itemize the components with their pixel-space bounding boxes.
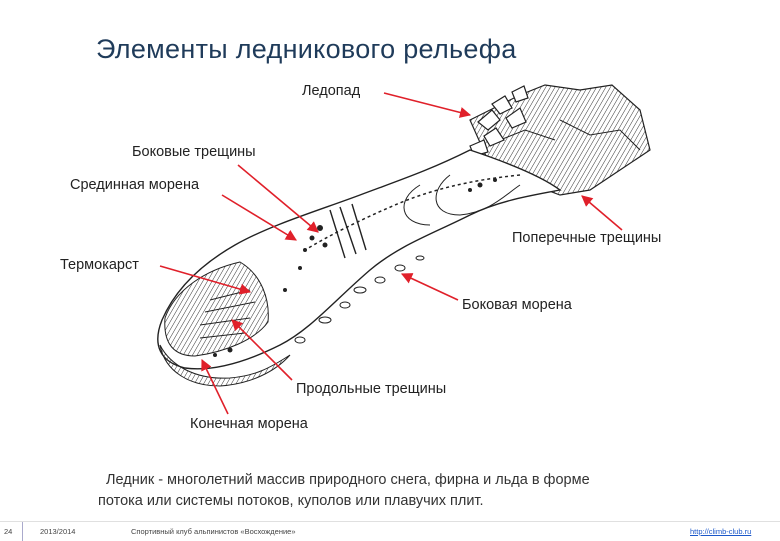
label-transverse-crevasses: Поперечные трещины [512, 230, 661, 246]
label-longitudinal-crevasses: Продольные трещины [296, 381, 446, 397]
label-lateral-crevasses: Боковые трещины [132, 144, 256, 160]
label-thermokarst: Термокарст [60, 257, 139, 273]
label-terminal-moraine: Конечная морена [190, 416, 308, 432]
footer-club-name: Спортивный клуб альпинистов «Восхождение… [131, 527, 296, 536]
glacier-definition: Ледник - многолетний массив природного с… [98, 470, 738, 512]
arrow-lateral-crevasses [238, 165, 318, 232]
footer-year: 2013/2014 [40, 527, 75, 536]
footer-club-link[interactable]: http://climb-club.ru [690, 527, 751, 536]
arrow-transverse-crevasses [582, 196, 622, 230]
arrow-icefall [384, 93, 470, 115]
definition-line-2: потока или системы потоков, куполов или … [98, 493, 484, 509]
page-number: 24 [4, 527, 12, 536]
label-lateral-moraine: Боковая морена [462, 297, 572, 313]
slide-footer: 24 2013/2014 Спортивный клуб альпинистов… [0, 521, 780, 541]
label-icefall: Ледопад [302, 83, 360, 99]
label-medial-moraine: Срединная морена [70, 177, 199, 193]
footer-divider [22, 522, 23, 541]
glacier-tongue [158, 150, 560, 369]
arrow-lateral-moraine [402, 274, 458, 300]
definition-line-1: Ледник - многолетний массив природного с… [98, 470, 738, 491]
